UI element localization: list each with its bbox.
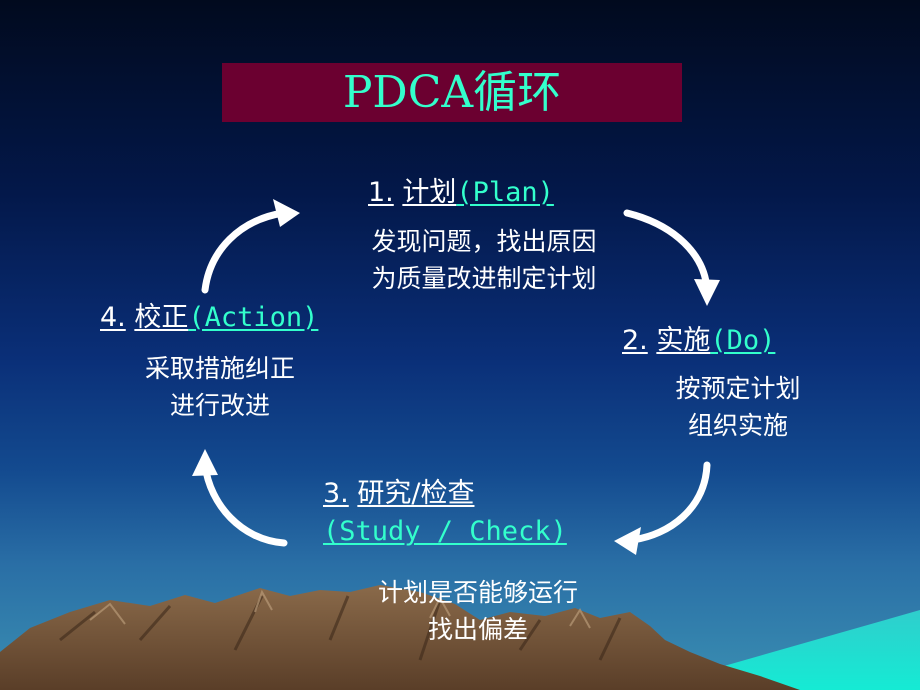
stage-check-en-label: (Study / Check) xyxy=(323,516,567,548)
stage-do-description: 按预定计划 组织实施 xyxy=(640,370,836,444)
stage-do-heading: 2. 实施(Do) xyxy=(622,325,775,357)
mountain-range xyxy=(0,585,800,690)
stage-action: 4. 校正(Action) xyxy=(100,302,318,334)
title-box: PDCA循环 xyxy=(222,63,682,122)
stage-plan-heading: 1. 计划(Plan) xyxy=(368,177,554,209)
stage-do-desc-line: 按预定计划 xyxy=(675,374,801,403)
arrow-plan-to-do xyxy=(623,209,711,294)
stage-do: 2. 实施(Do) xyxy=(622,325,775,357)
stage-do-en-label: (Do) xyxy=(710,325,776,356)
stage-plan-number: 1. xyxy=(368,177,394,208)
arrow-check-to-action xyxy=(201,461,288,547)
stage-action-desc-line: 采取措施纠正 xyxy=(144,354,295,383)
stage-check-number: 3. xyxy=(323,478,349,509)
arrow-do-to-check xyxy=(628,461,711,544)
page-title: PDCA循环 xyxy=(342,66,562,118)
stage-check-description: 计划是否能够运行 找出偏差 xyxy=(330,574,626,648)
stage-check: 3. 研究/检查 (Study / Check) xyxy=(323,478,567,549)
mountain-ridges xyxy=(59,595,622,661)
stage-check-cn-label: 研究/检查 xyxy=(357,478,475,509)
stage-plan-desc-line: 为质量改进制定计划 xyxy=(371,264,597,293)
stage-action-desc-line: 进行改进 xyxy=(169,391,270,420)
stage-check-desc-line: 找出偏差 xyxy=(427,615,528,644)
stage-action-heading: 4. 校正(Action) xyxy=(100,302,318,334)
stage-action-number: 4. xyxy=(100,302,126,333)
stage-action-description: 采取措施纠正 进行改进 xyxy=(112,350,328,424)
mountain-highlights xyxy=(89,589,591,629)
stage-plan: 1. 计划(Plan) xyxy=(368,177,554,209)
stage-check-heading: 3. 研究/检查 xyxy=(323,478,567,510)
stage-action-cn-label: 校正 xyxy=(134,302,189,333)
arrowhead-plan xyxy=(273,199,300,227)
arrowhead-do xyxy=(694,279,720,306)
stage-action-en-label: (Action) xyxy=(188,302,319,333)
stage-do-desc-line: 组织实施 xyxy=(687,411,788,440)
arrowhead-action xyxy=(192,449,218,476)
stage-check-en-row: (Study / Check) xyxy=(323,516,567,548)
stage-plan-description: 发现问题，找出原因 为质量改进制定计划 xyxy=(328,223,640,297)
stage-plan-desc-line: 发现问题，找出原因 xyxy=(371,227,597,256)
stage-do-number: 2. xyxy=(622,325,648,356)
stage-plan-en-label: (Plan) xyxy=(456,177,554,208)
arrowhead-check xyxy=(614,527,641,555)
stage-do-cn-label: 实施 xyxy=(656,325,711,356)
arrow-action-to-plan xyxy=(201,209,287,294)
stage-check-desc-line: 计划是否能够运行 xyxy=(377,578,578,607)
stage-plan-cn-label: 计划 xyxy=(402,177,457,208)
